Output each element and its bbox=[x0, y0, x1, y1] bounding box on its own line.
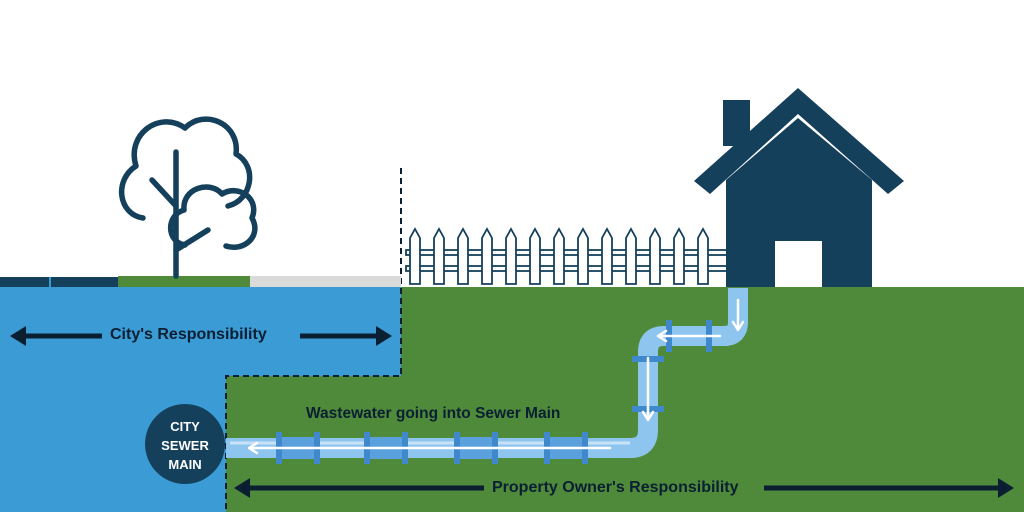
road-strip bbox=[0, 277, 118, 287]
city-responsibility-arrow bbox=[10, 326, 392, 346]
fence-icon bbox=[405, 227, 729, 285]
wastewater-label: Wastewater going into Sewer Main bbox=[306, 405, 561, 422]
owner-responsibility-arrow bbox=[234, 478, 1014, 498]
house-icon bbox=[694, 88, 904, 287]
sidewalk-strip bbox=[250, 276, 401, 287]
grass-strip bbox=[118, 276, 250, 287]
property-owner-responsibility-label: Property Owner's Responsibility bbox=[492, 479, 739, 496]
sewer-main-label-line-1: CITY bbox=[170, 419, 200, 434]
sewer-main-label-line-2: SEWER bbox=[161, 438, 209, 453]
city-area bbox=[0, 287, 401, 512]
flow-arrow-icon bbox=[247, 298, 745, 455]
sewer-main-icon bbox=[145, 404, 225, 484]
tree-icon bbox=[119, 116, 258, 279]
city-responsibility-label: City's Responsibility bbox=[110, 326, 267, 343]
sewer-main-label-line-3: MAIN bbox=[168, 457, 202, 472]
